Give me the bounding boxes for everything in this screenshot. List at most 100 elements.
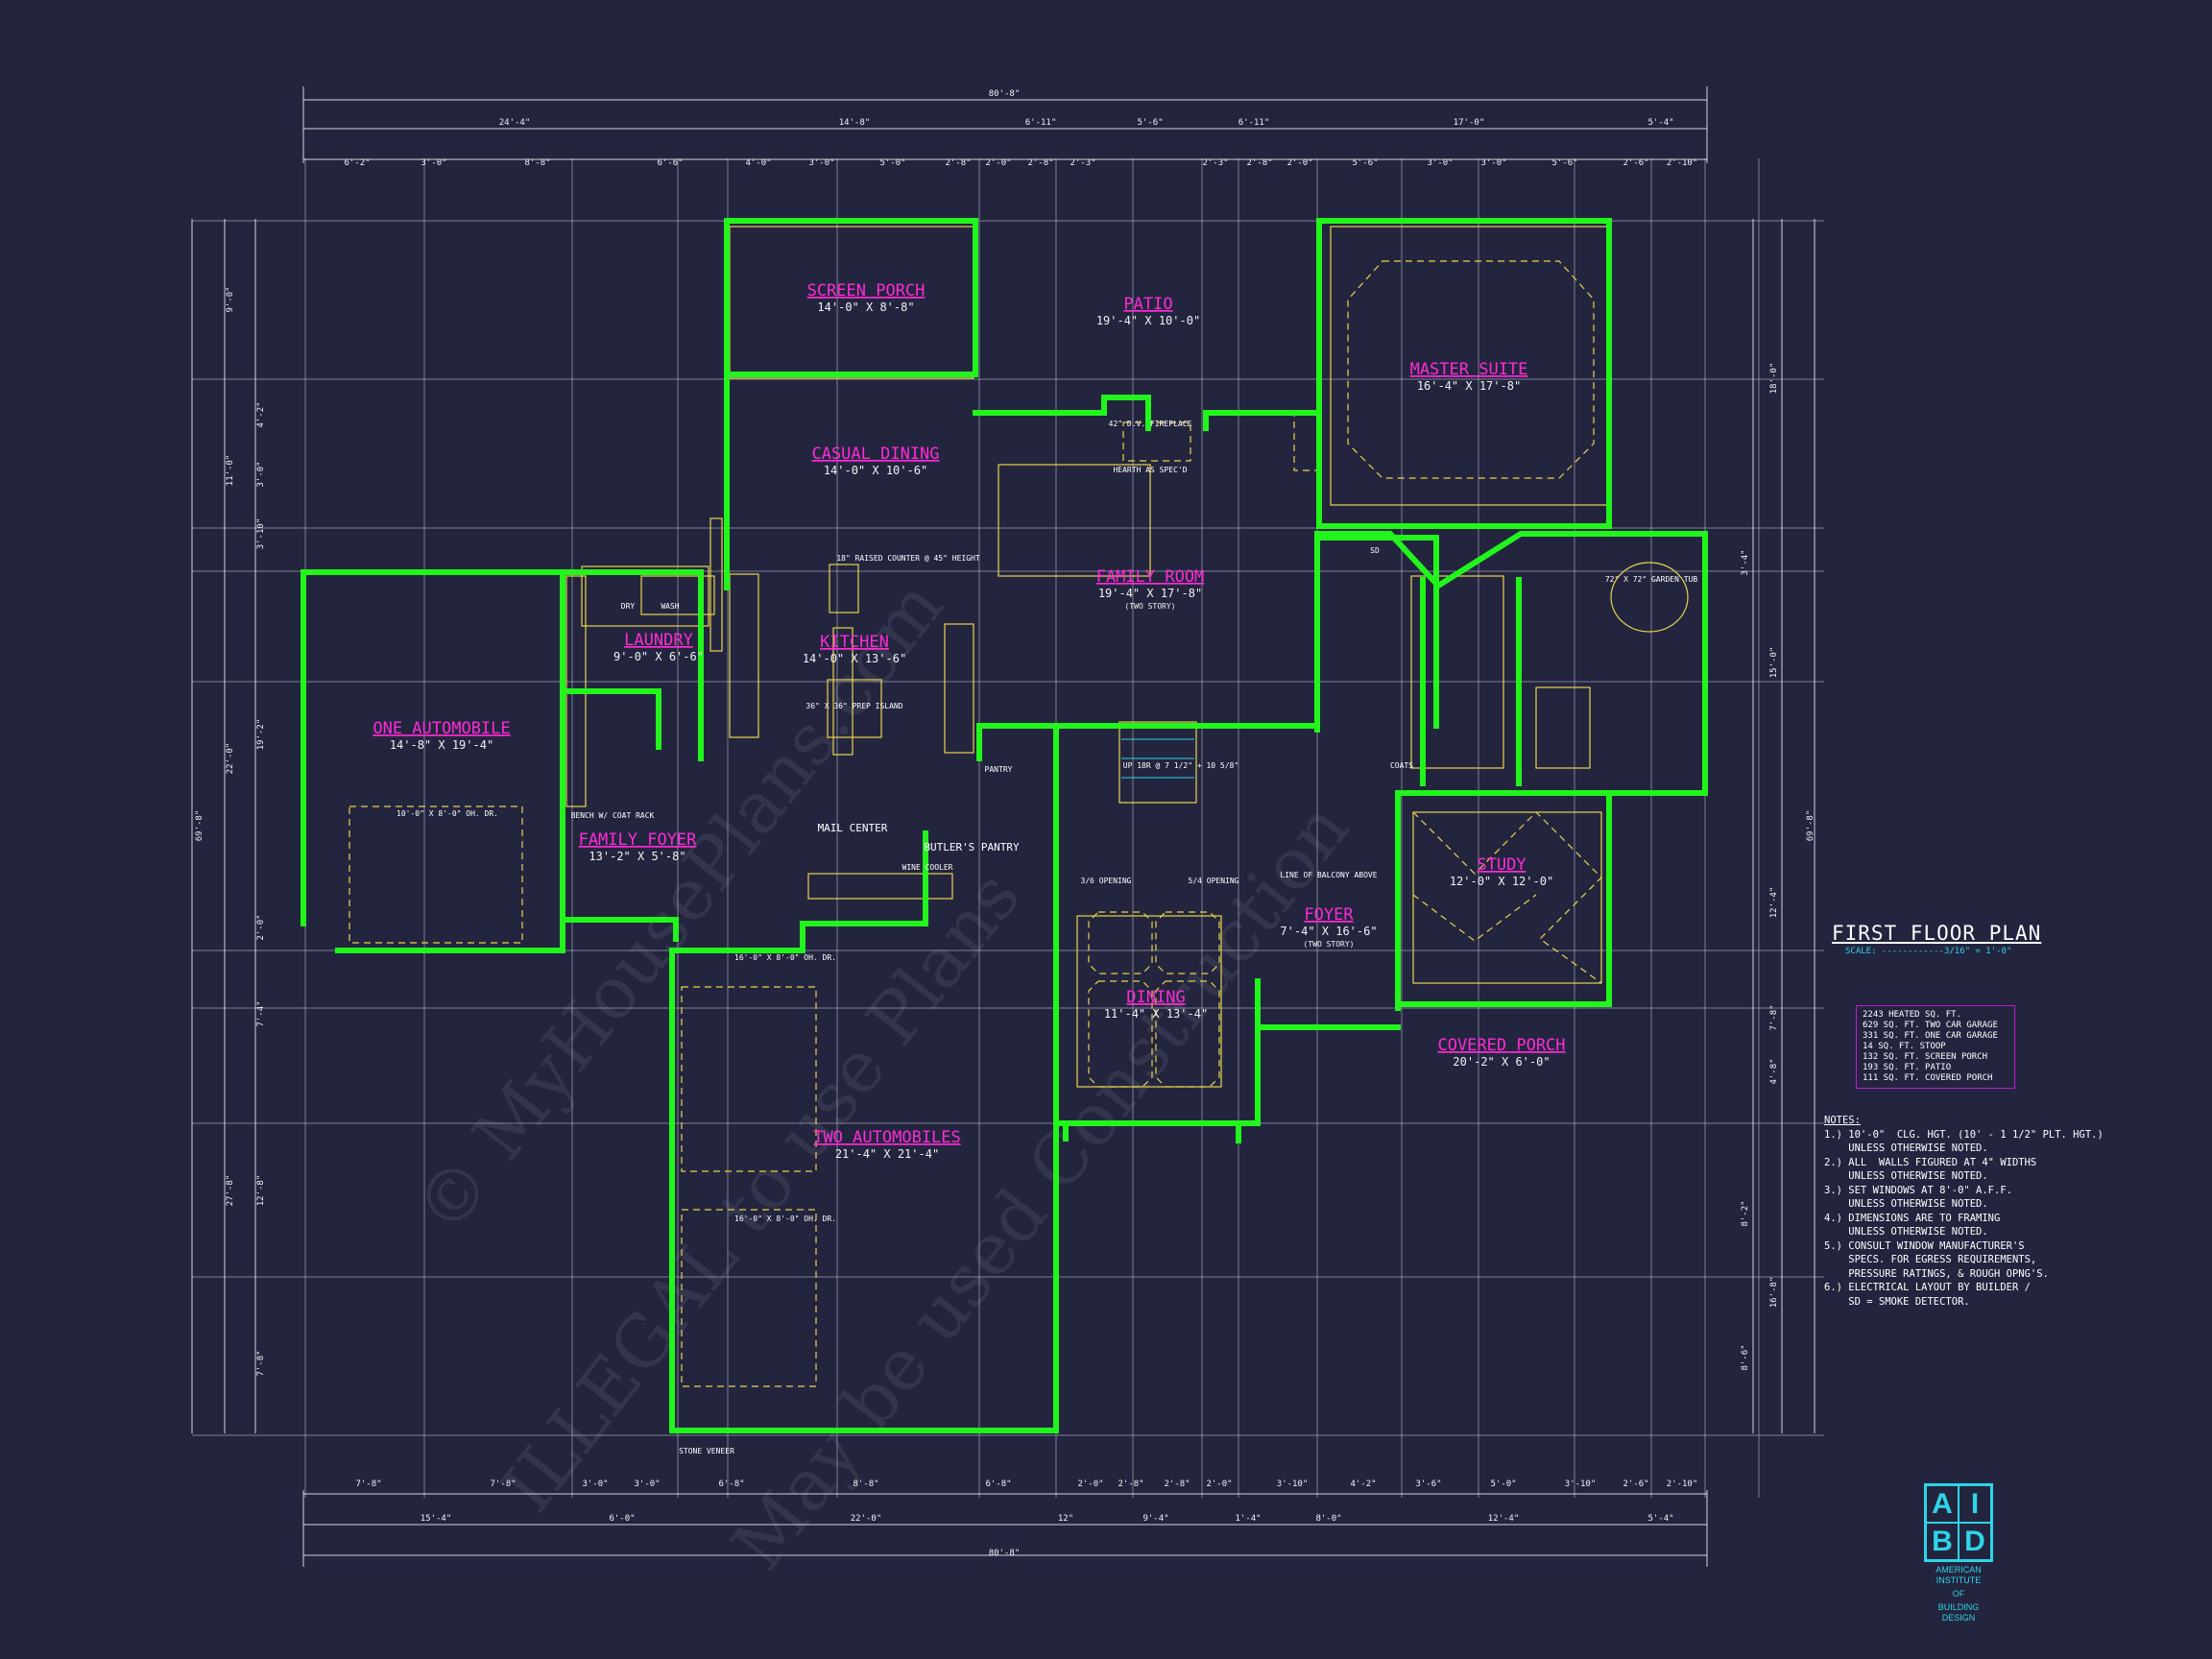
logo-letter: A <box>1926 1485 1959 1523</box>
room-dim-casual-dining: 14'-0" X 10'-6" <box>824 464 927 477</box>
dim-right-inner: 7'-8" <box>1769 1004 1779 1030</box>
dim-top-r2: 5'-6" <box>1352 158 1378 168</box>
room-dim-two-automobiles: 21'-4" X 21'-4" <box>835 1147 939 1161</box>
plan-scale: SCALE: ------------3/16" = 1'-0" <box>1845 947 2012 956</box>
dim-left-outer: 22'-0" <box>226 743 235 775</box>
dim-top-r2: 3'-0" <box>421 158 446 168</box>
dim-top-r1: 14'-8" <box>839 118 871 128</box>
room-dim-kitchen: 14'-0" X 13'-6" <box>803 652 906 665</box>
logo-mark: A I B D <box>1924 1483 1993 1562</box>
room-note-family-room: (TWO STORY) <box>1125 602 1176 611</box>
logo-letter: D <box>1959 1523 1991 1560</box>
dim-left-mid: 2'-0" <box>256 914 266 940</box>
interior-details <box>349 226 1689 1387</box>
label-fireplace: 42" D.V. FIREPLACE <box>1109 420 1192 428</box>
room-name-family-foyer: FAMILY FOYER <box>579 830 698 850</box>
dim-top-r2: 2'-8" <box>1246 158 1272 168</box>
dim-top-r2: 2'-8" <box>945 158 971 168</box>
room-name-kitchen: KITCHEN <box>820 633 889 652</box>
note-item: 4.) DIMENSIONS ARE TO FRAMING <box>1824 1212 2001 1224</box>
dim-top-r2: 4'-0" <box>745 158 771 168</box>
label-stone-veneer: STONE VENEER <box>679 1447 734 1455</box>
dim-bottom-total: 80'-8" <box>989 1549 1021 1558</box>
dim-top-r2: 5'-6" <box>1551 158 1577 168</box>
label-wash: WASH <box>661 602 679 611</box>
dim-left-mid: 19'-2" <box>256 719 266 751</box>
dim-top-r1: 6'-11" <box>1025 118 1057 128</box>
logo-line-1: AMERICAN INSTITUTE <box>1936 1565 1982 1585</box>
note-item: 3.) SET WINDOWS AT 8'-0" A.F.F. <box>1824 1184 2012 1196</box>
label-garage-door-1: 10'-0" X 8'-0" OH. DR. <box>397 809 498 818</box>
room-dim-family-room: 19'-4" X 17'-8" <box>1098 587 1202 600</box>
note-item: UNLESS OTHERWISE NOTED. <box>1824 1142 1988 1154</box>
dim-top-r1: 24'-4" <box>499 118 531 128</box>
room-note-foyer: (TWO STORY) <box>1304 940 1355 949</box>
dim-right-mid: 8'-2" <box>1741 1200 1750 1226</box>
label-butlers-pantry: BUTLER'S PANTRY <box>924 841 1020 854</box>
note-item: SD = SMOKE DETECTOR. <box>1824 1295 1970 1308</box>
label-sd: SD <box>1370 546 1380 555</box>
label-hearth: HEARTH AS SPEC'D <box>1113 466 1187 474</box>
dim-top-r1: 5'-6" <box>1137 118 1163 128</box>
dim-bottom-r1: 3'-10" <box>1565 1479 1597 1489</box>
dim-bottom-r1: 2'-6" <box>1623 1479 1648 1489</box>
dim-right-mid: 16'-8" <box>1769 1277 1779 1309</box>
dim-top-r2: 3'-0" <box>1427 158 1453 168</box>
dim-bottom-r1: 3'-0" <box>634 1479 660 1489</box>
label-prep-island: 36" X 36" PREP ISLAND <box>805 702 902 710</box>
label-bench: BENCH W/ COAT RACK <box>571 811 655 820</box>
dim-top-r2: 2'-0" <box>1286 158 1312 168</box>
dimension-lines <box>191 86 1815 1567</box>
note-item: 6.) ELECTRICAL LAYOUT BY BUILDER / <box>1824 1282 2031 1293</box>
dim-right-inner: 4'-8" <box>1769 1058 1779 1084</box>
dim-bottom-r2: 22'-0" <box>851 1514 882 1524</box>
dim-top-r1: 6'-11" <box>1238 118 1270 128</box>
room-name-study: STUDY <box>1477 855 1526 875</box>
title-block: FIRST FLOOR PLAN SCALE: ------------3/16… <box>1832 922 2062 958</box>
dimension-text: 80'-8" 80'-8" 69'-8" 69'-8" 24'-4" 14'-8… <box>195 89 1815 1558</box>
dim-right-total: 69'-8" <box>1806 810 1815 842</box>
plan-title: FIRST FLOOR PLAN <box>1832 922 2042 945</box>
room-name-one-automobile: ONE AUTOMOBILE <box>373 719 510 738</box>
walls <box>301 218 1708 1433</box>
dim-bottom-r1: 3'-6" <box>1415 1479 1441 1489</box>
dim-bottom-r1: 7'-8" <box>355 1479 381 1489</box>
dim-bottom-r1: 8'-8" <box>853 1479 878 1489</box>
label-dry: DRY <box>621 602 636 611</box>
logo-line-2: OF <box>1952 1589 1965 1599</box>
dim-left-inner: 3'-0" <box>256 461 266 487</box>
dim-bottom-r1: 6'-8" <box>718 1479 744 1489</box>
room-labels: SCREEN PORCH 14'-0" X 8'-8" PATIO 19'-4"… <box>373 281 1565 1161</box>
room-dim-screen-porch: 14'-0" X 8'-8" <box>817 301 914 314</box>
room-name-master-suite: MASTER SUITE <box>1410 360 1528 379</box>
dim-bottom-r1: 2'-8" <box>1164 1479 1190 1489</box>
room-dim-patio: 19'-4" X 10'-0" <box>1096 314 1200 327</box>
room-name-screen-porch: SCREEN PORCH <box>807 281 926 301</box>
dim-bottom-r2: 15'-4" <box>421 1514 452 1524</box>
dim-right-mid: 15'-0" <box>1769 647 1779 679</box>
dim-top-r2: 2'-10" <box>1667 158 1698 168</box>
area-line: 629 SQ. FT. TWO CAR GARAGE <box>1863 1021 1998 1030</box>
dim-top-r1: 5'-4" <box>1647 118 1673 128</box>
dim-bottom-r2: 1'-4" <box>1235 1514 1261 1524</box>
label-garden-tub: 72" X 72" GARDEN TUB <box>1605 575 1698 584</box>
dim-left-inner: 3'-10" <box>256 518 266 550</box>
label-pantry: PANTRY <box>985 765 1013 774</box>
note-item: UNLESS OTHERWISE NOTED. <box>1824 1198 1988 1210</box>
room-dim-foyer: 7'-4" X 16'-6" <box>1280 925 1377 938</box>
notes: NOTES: 1.) 10'-0" CLG. HGT. (10' - 1 1/2… <box>1824 1114 2104 1309</box>
logo-letter: B <box>1926 1523 1959 1560</box>
area-line: 2243 HEATED SQ. FT. <box>1863 1010 1961 1020</box>
room-name-casual-dining: CASUAL DINING <box>811 445 939 464</box>
label-coats: COATS <box>1390 761 1413 770</box>
dim-bottom-r1: 2'-0" <box>1206 1479 1232 1489</box>
aibd-logo: A I B D AMERICAN INSTITUTE OF BUILDING D… <box>1922 1483 1995 1623</box>
room-name-laundry: LAUNDRY <box>624 631 693 650</box>
room-dim-dining: 11'-4" X 13'-4" <box>1104 1007 1208 1021</box>
room-dim-family-foyer: 13'-2" X 5'-8" <box>589 850 685 863</box>
logo-line-3: BUILDING DESIGN <box>1937 1602 1980 1623</box>
dim-left-inner: 4'-2" <box>256 401 266 427</box>
label-mail-center: MAIL CENTER <box>818 822 888 834</box>
label-garage-door-3: 16'-0" X 8'-0" OH. DR. <box>734 1214 836 1223</box>
dim-top-r1: 17'-0" <box>1454 118 1485 128</box>
